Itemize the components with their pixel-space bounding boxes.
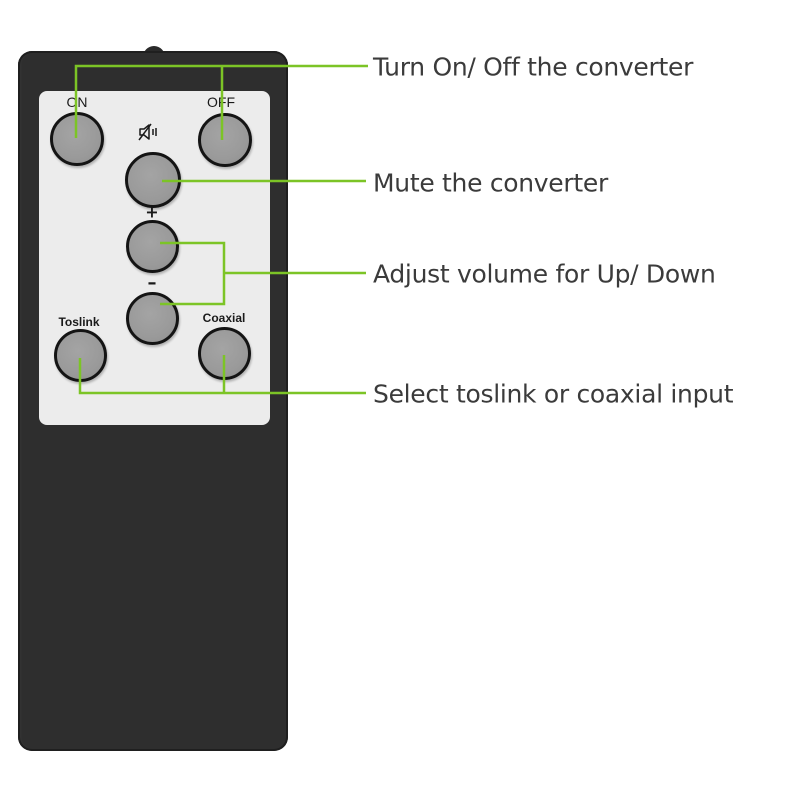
off-label: OFF [207,94,235,110]
minus-label: – [147,272,157,294]
coaxial-label: Coaxial [202,311,246,325]
on-button[interactable] [50,112,104,166]
coaxial-button[interactable] [198,327,251,380]
callout-mute-text: Mute the converter [373,168,608,198]
speaker-mute-icon [138,122,160,142]
volume-up-button[interactable] [126,220,179,273]
callout-input-text: Select toslink or coaxial input [373,379,734,409]
callout-power-text: Turn On/ Off the converter [373,52,694,82]
off-button[interactable] [198,113,252,167]
volume-down-button[interactable] [126,292,179,345]
toslink-label: Toslink [58,315,100,329]
callout-volume-text: Adjust volume for Up/ Down [373,259,716,289]
mute-button[interactable] [125,152,181,208]
on-label: ON [66,94,88,110]
toslink-button[interactable] [54,329,107,382]
